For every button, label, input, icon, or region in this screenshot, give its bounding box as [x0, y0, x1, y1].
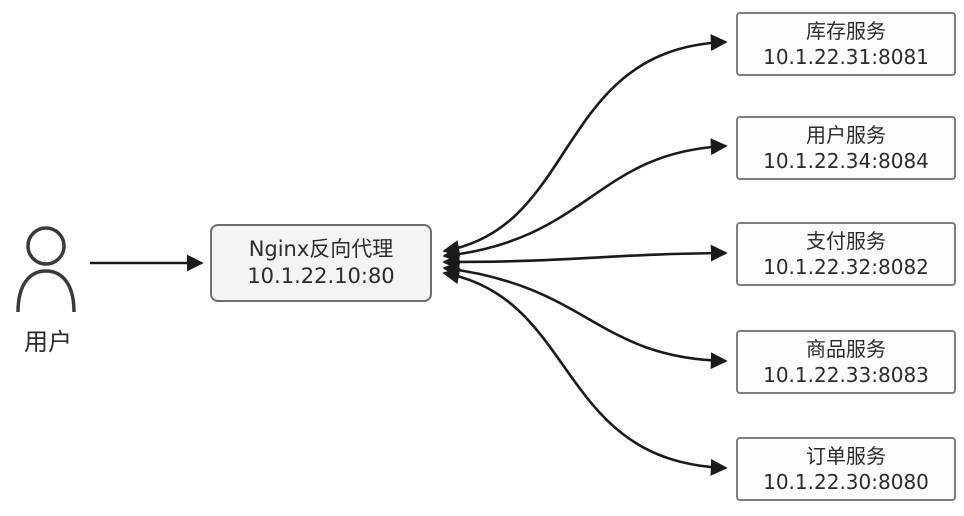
service-node-user: 用户服务 10.1.22.34:8084: [736, 116, 956, 180]
service-node-payment: 支付服务 10.1.22.32:8082: [736, 222, 956, 286]
arrow-proxy-service-1: [442, 34, 728, 257]
proxy-title: Nginx反向代理: [248, 236, 394, 261]
service-address: 10.1.22.30:8080: [763, 470, 929, 494]
service-name: 用户服务: [806, 123, 886, 147]
user-label: 用户: [24, 328, 72, 356]
service-name: 订单服务: [806, 444, 886, 468]
service-node-order: 订单服务 10.1.22.30:8080: [736, 437, 956, 501]
arrow-proxy-service-3: [442, 244, 728, 271]
service-name: 库存服务: [806, 19, 886, 43]
arrow-proxy-service-4: [442, 261, 728, 370]
proxy-address: 10.1.22.10:80: [247, 264, 395, 288]
service-name: 商品服务: [806, 337, 886, 361]
service-name: 支付服务: [806, 229, 886, 253]
service-node-inventory: 库存服务 10.1.22.31:8081: [736, 12, 956, 76]
service-address: 10.1.22.34:8084: [763, 149, 929, 173]
proxy-node: Nginx反向代理 10.1.22.10:80: [210, 224, 432, 302]
arrow-proxy-service-2: [442, 138, 728, 263]
service-address: 10.1.22.33:8083: [763, 363, 929, 387]
service-node-product: 商品服务 10.1.22.33:8083: [736, 330, 956, 394]
arrow-proxy-service-5: [442, 267, 728, 476]
service-address: 10.1.22.31:8081: [763, 45, 929, 69]
user-icon: [16, 226, 76, 313]
service-address: 10.1.22.32:8082: [763, 255, 929, 279]
